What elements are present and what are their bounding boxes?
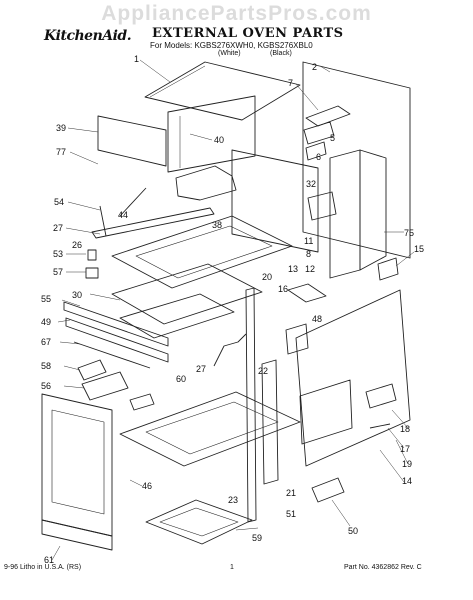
callout-61: 61 — [44, 555, 54, 565]
callout-15: 15 — [414, 244, 424, 254]
bracket-16 — [287, 283, 327, 303]
callout-58: 58 — [41, 361, 51, 371]
oven-bottom-upper — [111, 215, 293, 289]
variant-white-label: (White) — [218, 50, 241, 57]
callout-12: 12 — [305, 264, 315, 274]
callout-26: 26 — [72, 240, 82, 250]
inner-frame — [167, 95, 256, 173]
callout-60: 60 — [176, 374, 186, 384]
panel-30 — [111, 263, 263, 325]
model-line: For Models: KGBS276XWH0, KGBS276XBL0 — [150, 41, 313, 50]
oven-bottom-lower — [119, 391, 301, 467]
bracket-48 — [285, 323, 309, 355]
strip-22 — [261, 359, 279, 485]
callout-2: 2 — [312, 62, 317, 72]
rail-44 — [119, 187, 147, 217]
callout-1: 1 — [134, 54, 139, 64]
part-60 — [129, 393, 155, 411]
callout-57: 57 — [53, 267, 63, 277]
callout-56: 56 — [41, 381, 51, 391]
callout-67: 67 — [41, 337, 51, 347]
callout-49: 49 — [41, 317, 51, 327]
wire-27 — [213, 333, 247, 367]
callout-53: 53 — [53, 249, 63, 259]
callout-38: 38 — [212, 220, 222, 230]
callout-20: 20 — [262, 272, 272, 282]
callout-77: 77 — [56, 147, 66, 157]
callout-50: 50 — [348, 526, 358, 536]
rail-54 — [99, 205, 107, 237]
watermark: AppliancePartsPros.com — [101, 2, 372, 25]
callout-27: 27 — [53, 223, 63, 233]
footer-part-number: Part No. 4362862 Rev. C — [344, 564, 422, 571]
callout-27-lower: 27 — [196, 364, 206, 374]
callout-17: 17 — [400, 444, 410, 454]
callout-23: 23 — [228, 495, 238, 505]
callout-21: 21 — [286, 488, 296, 498]
callout-48: 48 — [312, 314, 322, 324]
side-strip-20 — [245, 287, 257, 523]
callout-59: 59 — [252, 533, 262, 543]
drip-tray — [145, 499, 253, 545]
footer-litho: 9-96 Litho in U.S.A. (RS) — [4, 564, 82, 571]
top-panel — [144, 61, 301, 121]
callout-8: 8 — [306, 249, 311, 259]
callout-32: 32 — [306, 179, 316, 189]
right-panel-window — [299, 379, 353, 445]
callout-16: 16 — [278, 284, 288, 294]
deflector — [175, 165, 237, 201]
callout-51: 51 — [286, 509, 296, 519]
vent-cover — [303, 121, 335, 145]
part-57 — [85, 267, 99, 279]
door-handle — [41, 519, 113, 551]
oven-cavity-side — [231, 149, 319, 253]
callout-39: 39 — [56, 123, 66, 133]
variant-black-label: (Black) — [270, 50, 292, 57]
page-title: EXTERNAL OVEN PARTS — [152, 26, 344, 41]
callout-7: 7 — [288, 78, 293, 88]
trim-49 — [65, 317, 169, 363]
part-50 — [311, 477, 345, 503]
callout-30: 30 — [72, 290, 82, 300]
callout-55: 55 — [41, 294, 51, 304]
vent-top — [305, 105, 351, 127]
panel-30b — [119, 293, 235, 339]
small-bracket — [307, 191, 337, 221]
callout-14: 14 — [402, 476, 412, 486]
callout-11: 11 — [304, 236, 313, 246]
part-17 — [369, 423, 391, 429]
callout-40: 40 — [214, 135, 224, 145]
callout-18: 18 — [400, 424, 410, 434]
part-56 — [81, 371, 129, 401]
trim-67 — [73, 341, 151, 369]
callout-75: 75 — [404, 228, 414, 238]
callout-22: 22 — [258, 366, 268, 376]
callout-13: 13 — [288, 264, 298, 274]
callout-44: 44 — [118, 210, 128, 220]
callout-19: 19 — [402, 459, 412, 469]
bracket-15 — [377, 257, 399, 281]
rear-panel — [302, 61, 411, 259]
oven-door — [41, 393, 113, 537]
callout-46: 46 — [142, 481, 152, 491]
part-18 — [365, 383, 397, 409]
part-53 — [87, 249, 97, 261]
right-channel-side — [359, 149, 387, 271]
left-side-panel — [97, 115, 167, 167]
callout-6: 6 — [316, 152, 321, 162]
brand-logo: KitchenAid. — [44, 28, 132, 44]
right-panel — [295, 289, 411, 467]
strip-27 — [91, 207, 215, 239]
callout-5: 5 — [330, 133, 335, 143]
vent-bracket — [305, 141, 327, 161]
callout-54: 54 — [54, 197, 64, 207]
part-58 — [77, 359, 107, 381]
footer-page-number: 1 — [230, 564, 234, 571]
